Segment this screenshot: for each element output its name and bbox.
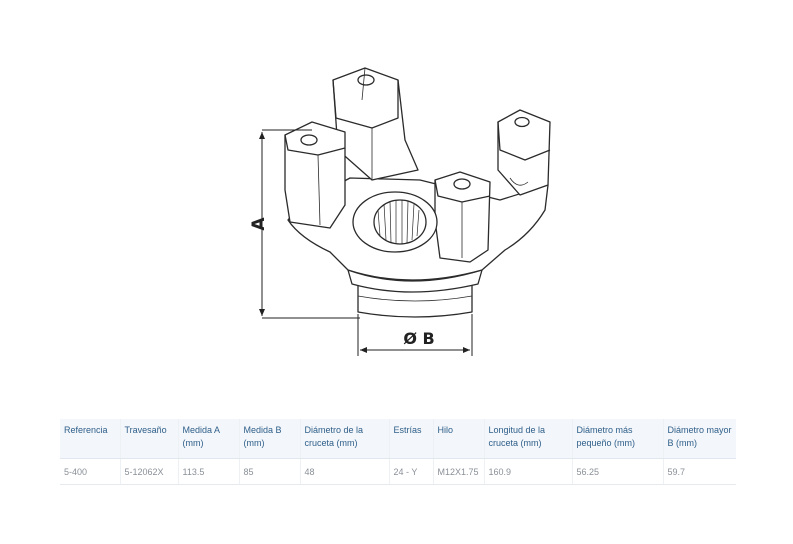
specifications-table: Referencia Travesaño Medida A (mm) Medid…: [60, 419, 736, 485]
table-header-row: Referencia Travesaño Medida A (mm) Medid…: [60, 419, 736, 459]
cell-medida-a: 113.5: [177, 458, 239, 485]
header-longitud-cruceta: Longitud de la cruceta (mm): [483, 419, 572, 459]
header-referencia: Referencia: [60, 419, 120, 459]
yoke-technical-drawing: A Ø B: [249, 67, 551, 356]
cell-diametro-menor: 56.25: [571, 458, 663, 485]
header-medida-b: Medida B (mm): [238, 419, 300, 459]
header-diametro-cruceta: Diámetro de la cruceta (mm): [299, 419, 389, 459]
table-row: 5-400 5-12062X 113.5 85 48 24 - Y M12X1.…: [60, 458, 736, 485]
cell-hilo: M12X1.75: [432, 458, 484, 485]
header-diametro-mayor-b: Diámetro mayor B (mm): [662, 419, 736, 459]
cell-estrias: 24 - Y: [388, 458, 433, 485]
header-travesano: Travesaño: [119, 419, 178, 459]
header-hilo: Hilo: [432, 419, 484, 459]
dimension-b-label: Ø B: [403, 329, 434, 348]
cell-diametro-mayor-b: 59.7: [662, 458, 736, 485]
header-medida-a: Medida A (mm): [177, 419, 239, 459]
cell-travesano: 5-12062X: [119, 458, 178, 485]
cell-referencia: 5-400: [60, 458, 120, 485]
dimension-a-label: A: [249, 217, 269, 231]
header-estrias: Estrías: [388, 419, 433, 459]
header-diametro-menor: Diámetro más pequeño (mm): [571, 419, 663, 459]
cell-longitud-cruceta: 160.9: [483, 458, 572, 485]
cell-diametro-cruceta: 48: [299, 458, 389, 485]
cell-medida-b: 85: [238, 458, 300, 485]
